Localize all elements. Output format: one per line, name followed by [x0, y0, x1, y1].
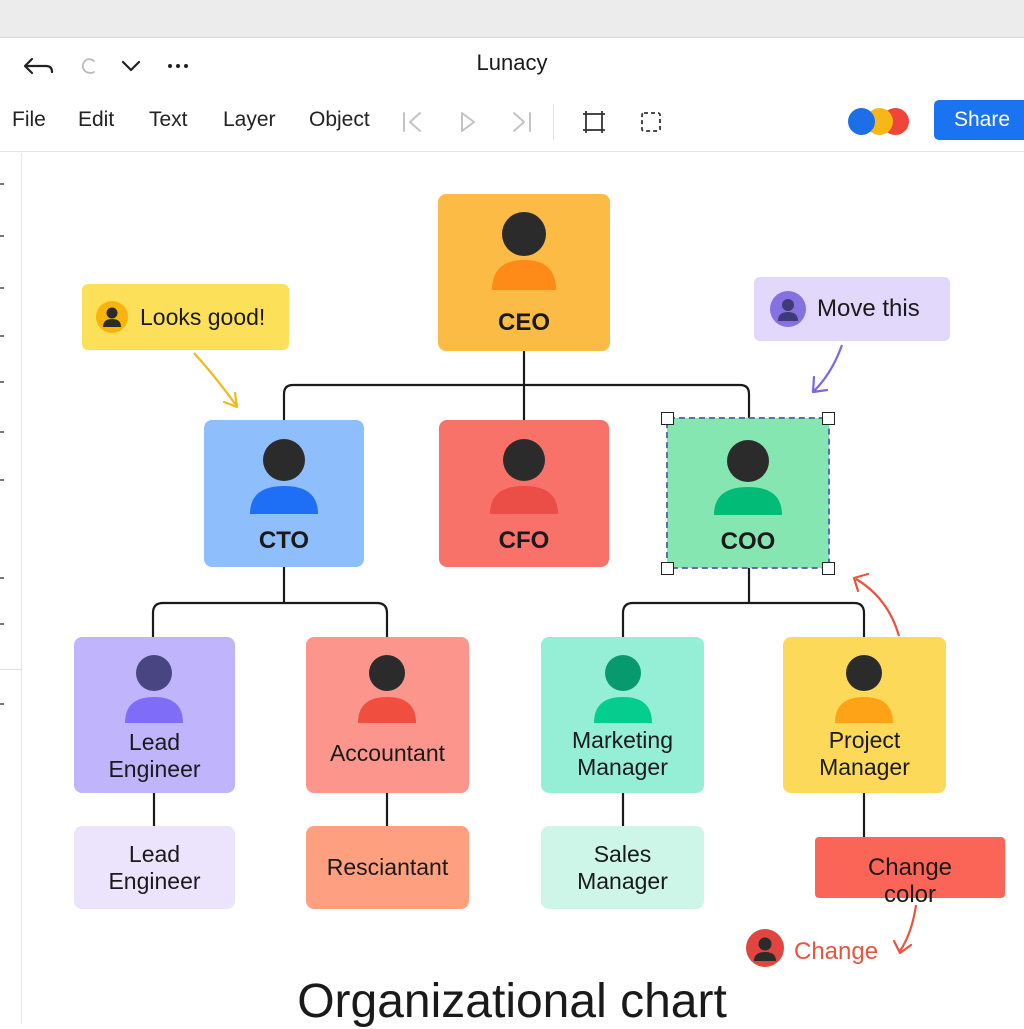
node-ceo[interactable]: CEO	[438, 194, 610, 351]
node-coo[interactable]: COO	[666, 417, 830, 569]
rail-divider	[0, 669, 22, 670]
tool-tick-icon[interactable]	[0, 183, 4, 185]
menu-file[interactable]: File	[12, 108, 46, 131]
comment-change-text[interactable]: Change	[794, 938, 879, 965]
skip-forward-icon[interactable]	[506, 108, 536, 136]
browser-top-strip	[0, 0, 1024, 38]
comment-looks-good[interactable]: Looks good!	[82, 284, 289, 350]
comment-arrow-coo	[855, 578, 901, 637]
person-icon	[250, 439, 318, 514]
chevron-down-icon[interactable]	[118, 52, 144, 80]
collaborator-avatar-blue	[848, 108, 875, 135]
node-title: COO	[720, 528, 776, 555]
connector-cto-children	[151, 567, 389, 637]
commenter-avatar-icon	[746, 929, 784, 967]
resize-handle-bottom-left[interactable]	[661, 562, 674, 575]
node-title: CTO	[258, 527, 310, 554]
connector-level1-bus	[282, 383, 751, 420]
toolbar-divider	[553, 104, 554, 140]
menu-edit[interactable]: Edit	[78, 108, 115, 131]
connector-coo-children	[621, 567, 866, 637]
person-icon	[125, 655, 183, 723]
tool-tick-icon[interactable]	[0, 287, 4, 289]
menu-layer[interactable]: Layer	[223, 108, 276, 131]
node-title: CFO	[498, 527, 550, 554]
resize-handle-bottom-right[interactable]	[822, 562, 835, 575]
comment-arrow-move-this	[813, 344, 844, 392]
resize-handle-top-left[interactable]	[661, 412, 674, 425]
selection-box-icon[interactable]	[636, 108, 666, 136]
play-icon[interactable]	[452, 108, 482, 136]
node-title: Resciantant	[326, 854, 449, 880]
chart-title: Organizational chart	[297, 975, 727, 1028]
comment-arrow-change	[899, 904, 918, 952]
tool-tick-icon[interactable]	[0, 479, 4, 481]
commenter-avatar-icon	[96, 301, 128, 333]
comment-text: Move this	[817, 295, 920, 322]
menu-object[interactable]: Object	[309, 108, 370, 131]
comment-arrow-move-this-head	[811, 375, 829, 394]
left-tool-rail	[0, 153, 22, 1024]
frame-icon[interactable]	[579, 108, 609, 136]
resize-handle-top-right[interactable]	[822, 412, 835, 425]
more-icon[interactable]	[164, 52, 192, 80]
node-title: Accountant	[329, 740, 446, 766]
person-icon	[492, 212, 556, 290]
menu-bar: File Edit Text Layer Object Share	[0, 94, 1024, 152]
menu-text[interactable]: Text	[149, 108, 188, 131]
tool-tick-icon[interactable]	[0, 577, 4, 579]
comment-move-this[interactable]: Move this	[754, 277, 950, 341]
node-title: CEO	[497, 309, 550, 336]
node-cto[interactable]: CTO	[204, 420, 364, 567]
person-icon	[714, 440, 782, 515]
commenter-avatar-icon	[770, 291, 806, 327]
person-icon	[358, 655, 416, 723]
collaborator-avatars[interactable]	[846, 106, 910, 136]
tool-tick-icon[interactable]	[0, 703, 4, 705]
person-icon	[594, 655, 652, 723]
node-resciantant[interactable]: Resciantant	[306, 826, 469, 909]
skip-back-icon[interactable]	[398, 108, 428, 136]
person-icon	[490, 439, 558, 514]
comment-text: Looks good!	[140, 303, 266, 330]
tool-tick-icon[interactable]	[0, 235, 4, 237]
tool-tick-icon[interactable]	[0, 431, 4, 433]
node-cfo[interactable]: CFO	[439, 420, 609, 567]
connectors-layer	[151, 344, 918, 955]
person-icon	[835, 655, 893, 723]
comment-arrow-looks-good	[193, 352, 237, 406]
comment-arrow-change-head	[892, 939, 913, 955]
comment-arrow-looks-good-head	[222, 391, 239, 409]
share-button[interactable]: Share	[934, 100, 1024, 140]
back-arrow-icon[interactable]	[20, 52, 56, 80]
comment-arrow-coo-head	[852, 572, 870, 593]
tool-tick-icon[interactable]	[0, 381, 4, 383]
redo-icon[interactable]	[78, 52, 100, 80]
tool-tick-icon[interactable]	[0, 335, 4, 337]
node-accountant[interactable]: Accountant	[306, 637, 469, 793]
tool-tick-icon[interactable]	[0, 623, 4, 625]
title-bar	[0, 38, 1024, 94]
